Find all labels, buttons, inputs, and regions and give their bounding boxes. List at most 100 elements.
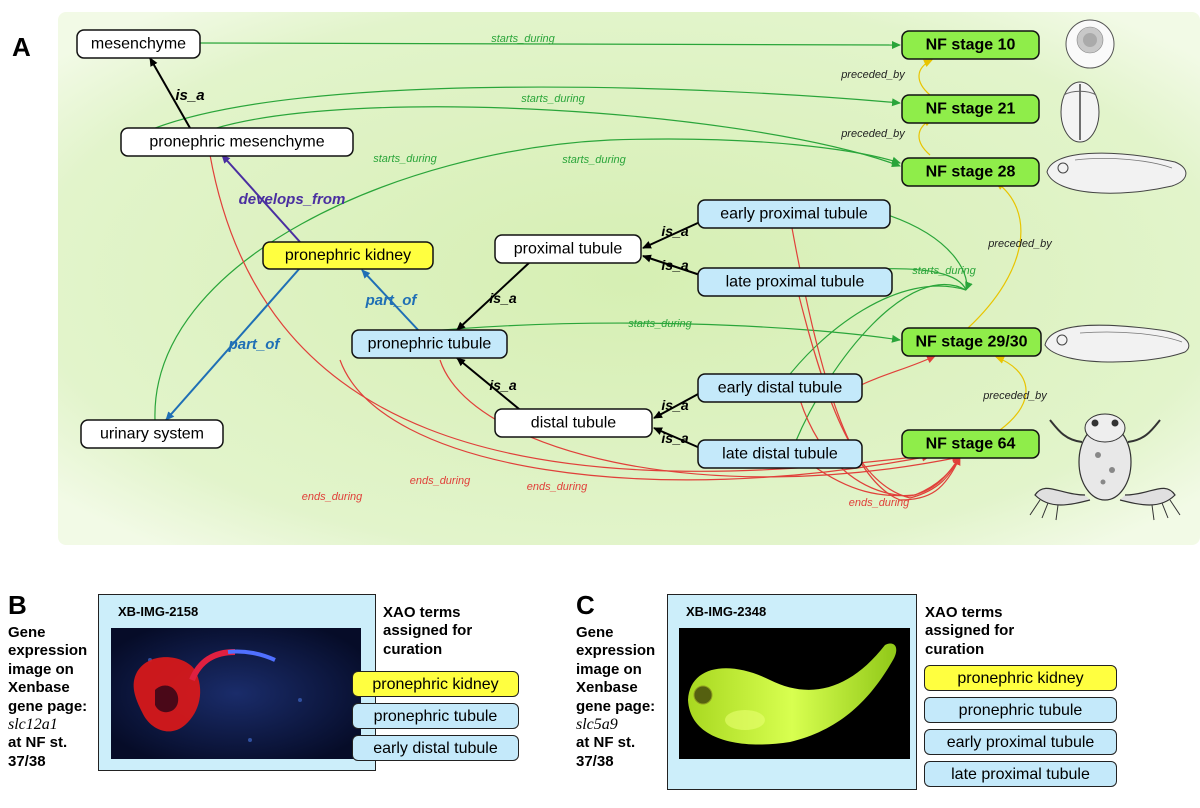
panel-b-gene-caption: Gene expression image on Xenbase gene pa… <box>8 624 87 771</box>
node-pronephric-mesenchyme[interactable]: pronephric mesenchyme <box>120 127 354 157</box>
node-label: urinary system <box>100 426 204 443</box>
label-is-a-1: is_a <box>175 87 204 104</box>
label-preceded-by-3: preceded_by <box>987 238 1053 250</box>
caption-line: gene page: <box>576 697 656 715</box>
term-tag-early-distal-tubule-b[interactable]: early distal tubule <box>352 735 519 761</box>
node-label: pronephric kidney <box>285 247 411 264</box>
node-late-distal-tubule[interactable]: late distal tubule <box>697 439 863 469</box>
label-ends-during-1: ends_during <box>302 491 363 503</box>
node-nf-stage-29-30[interactable]: NF stage 29/30 <box>901 327 1042 357</box>
label-is-a-4: is_a <box>489 290 516 306</box>
node-label: proximal tubule <box>514 241 623 258</box>
node-proximal-tubule[interactable]: proximal tubule <box>494 234 642 264</box>
caption-line: Gene <box>576 624 614 641</box>
embryo-stage-10-illustration <box>1065 19 1115 69</box>
label-is-a-5: is_a <box>489 377 516 393</box>
node-label: NF stage 29/30 <box>915 334 1027 351</box>
tadpole-stage-29-30-illustration <box>1044 324 1190 363</box>
label-starts-during-6: starts_during <box>628 318 692 330</box>
label-starts-during-3: starts_during <box>373 153 437 165</box>
label-preceded-by-2: preceded_by <box>840 128 906 140</box>
caption-line: expression <box>576 642 656 660</box>
caption-line: at NF st. <box>576 734 636 752</box>
part-of-edge-kidney-urinary <box>165 267 301 421</box>
caption-line: image on <box>576 660 642 678</box>
node-early-distal-tubule[interactable]: early distal tubule <box>697 373 863 403</box>
gene-name-link[interactable]: slc12a1 <box>8 716 58 734</box>
header-line: assigned for <box>925 622 1015 640</box>
image-id-c: XB-IMG-2348 <box>686 604 767 619</box>
node-pronephric-tubule[interactable]: pronephric tubule <box>351 329 508 359</box>
node-nf-stage-64[interactable]: NF stage 64 <box>901 429 1040 459</box>
node-label: late proximal tubule <box>726 274 865 291</box>
term-tag-pronephric-tubule-c[interactable]: pronephric tubule <box>924 697 1117 723</box>
gene-expression-image-c <box>679 628 910 759</box>
label-part-of-2: part_of <box>228 336 282 353</box>
image-id-b: XB-IMG-2158 <box>118 604 199 619</box>
frog-stage-64-illustration <box>1029 413 1181 521</box>
node-label: pronephric mesenchyme <box>149 134 324 151</box>
panel-b-label: B <box>8 590 27 620</box>
label-starts-during-1: starts_during <box>491 33 555 45</box>
part-of-edge-tubule-kidney <box>361 269 421 333</box>
node-nf-stage-21[interactable]: NF stage 21 <box>901 94 1040 124</box>
label-ends-during-3: ends_during <box>527 481 588 493</box>
gene-expression-image-b <box>111 628 361 759</box>
term-tag-pronephric-tubule-b[interactable]: pronephric tubule <box>352 703 519 729</box>
panel-c-label: C <box>576 590 595 620</box>
node-pronephric-kidney[interactable]: pronephric kidney <box>262 241 434 270</box>
term-tag-pronephric-kidney-c[interactable]: pronephric kidney <box>924 665 1117 691</box>
node-label: early distal tubule <box>718 380 843 397</box>
caption-line: 37/38 <box>8 752 46 770</box>
node-label: distal tubule <box>531 415 616 432</box>
term-tag-late-proximal-tubule-c[interactable]: late proximal tubule <box>924 761 1117 787</box>
ends-during-edges <box>209 154 961 501</box>
is-a-edges <box>149 57 701 449</box>
caption-line: gene page: <box>8 697 88 715</box>
caption-line: expression <box>8 642 88 660</box>
node-nf-stage-10[interactable]: NF stage 10 <box>901 30 1040 60</box>
panel-b-terms-header: XAO terms assigned for curation <box>383 604 472 659</box>
header-line: curation <box>925 640 985 658</box>
node-nf-stage-28[interactable]: NF stage 28 <box>901 157 1040 187</box>
panel-a-label: A <box>12 32 31 62</box>
label-ends-during-2: ends_during <box>410 475 471 487</box>
header-line: curation <box>383 640 443 658</box>
node-label: NF stage 28 <box>926 164 1016 181</box>
caption-line: image on <box>8 660 74 678</box>
node-label: mesenchyme <box>91 36 186 53</box>
embryo-stage-21-illustration <box>1060 81 1100 143</box>
label-is-a-7: is_a <box>661 430 688 446</box>
label-part-of-1: part_of <box>365 292 419 309</box>
label-starts-during-5: starts_during <box>912 265 976 277</box>
embryo-stage-28-illustration <box>1046 152 1187 194</box>
node-early-proximal-tubule[interactable]: early proximal tubule <box>697 199 891 229</box>
node-label: NF stage 10 <box>926 37 1016 54</box>
node-label: NF stage 21 <box>926 101 1016 118</box>
label-is-a-2: is_a <box>661 223 688 239</box>
gene-name-link[interactable]: slc5a9 <box>576 716 618 734</box>
node-late-proximal-tubule[interactable]: late proximal tubule <box>697 267 893 297</box>
node-label: NF stage 64 <box>926 436 1016 453</box>
term-tag-pronephric-kidney-b[interactable]: pronephric kidney <box>352 671 519 697</box>
node-label: early proximal tubule <box>720 206 868 223</box>
develops-from-edge <box>221 154 301 243</box>
header-line: XAO terms <box>925 604 1003 621</box>
label-starts-during-2: starts_during <box>521 93 585 105</box>
node-urinary-system[interactable]: urinary system <box>80 419 224 449</box>
term-tag-early-proximal-tubule-c[interactable]: early proximal tubule <box>924 729 1117 755</box>
panel-c-gene-caption: Gene expression image on Xenbase gene pa… <box>576 624 655 771</box>
node-distal-tubule[interactable]: distal tubule <box>494 408 653 438</box>
label-is-a-6: is_a <box>661 397 688 413</box>
caption-line: Gene <box>8 624 46 641</box>
label-develops-from: develops_from <box>239 191 346 208</box>
node-mesenchyme[interactable]: mesenchyme <box>76 29 201 59</box>
header-line: assigned for <box>383 622 473 640</box>
starts-during-edges <box>149 40 973 444</box>
panel-c-terms-header: XAO terms assigned for curation <box>925 604 1014 659</box>
label-ends-during-4: ends_during <box>849 497 910 509</box>
label-preceded-by-4: preceded_by <box>982 390 1048 402</box>
node-label: pronephric tubule <box>368 336 492 353</box>
caption-line: at NF st. <box>8 734 68 752</box>
